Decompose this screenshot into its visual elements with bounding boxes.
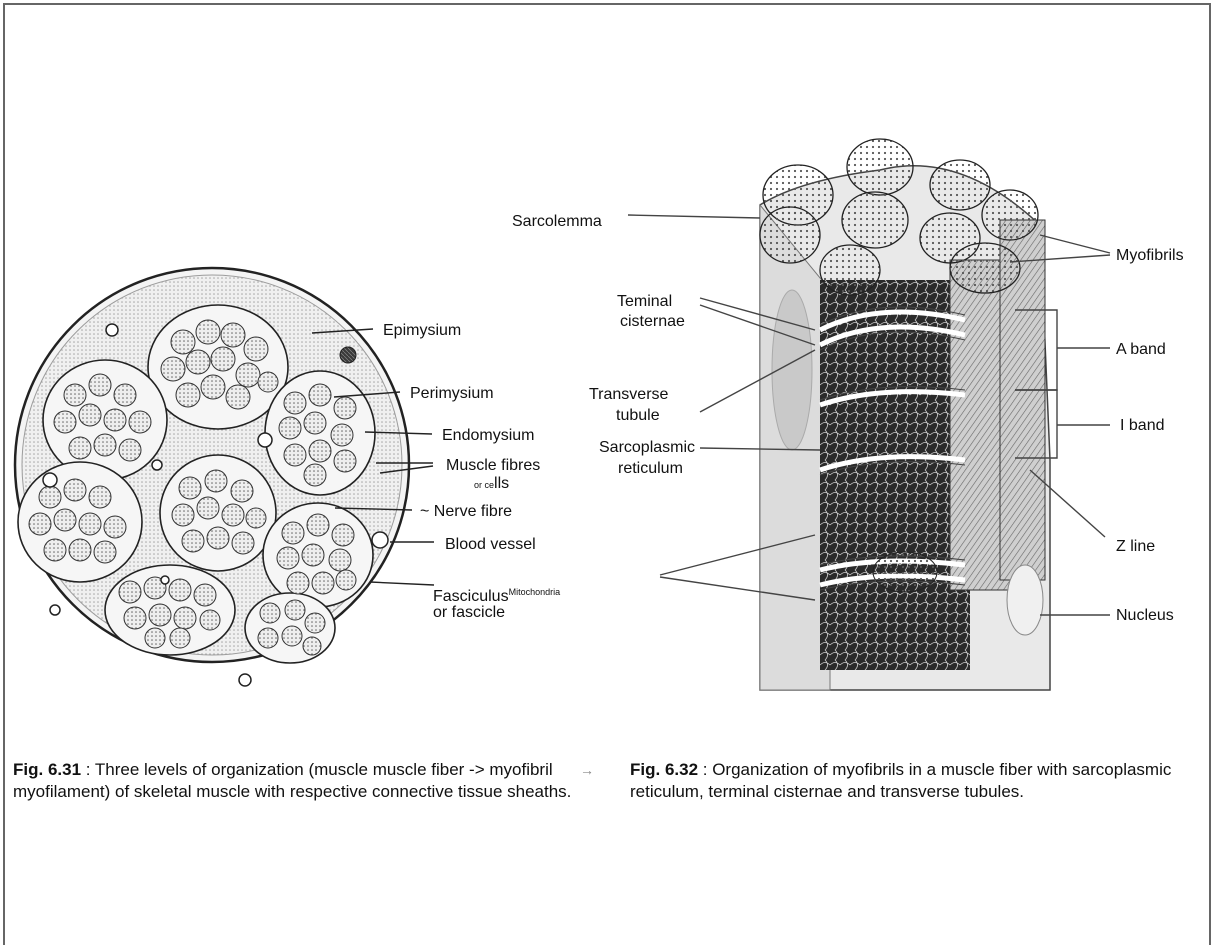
label-transverse-1: Transverse <box>589 385 668 404</box>
arrow-glyph: → <box>580 759 594 781</box>
label-sarcoplasmic-1: Sarcoplasmic <box>599 438 695 457</box>
label-sarcoplasmic-2: reticulum <box>618 459 683 478</box>
caption-fig-6-32: Fig. 6.32 : Organization of myofibrils i… <box>630 759 1200 803</box>
label-terminal-2: cisternae <box>620 312 685 331</box>
caption-fig-6-31-text: : Three levels of organization (muscle m… <box>13 760 571 801</box>
label-nucleus: Nucleus <box>1116 606 1174 625</box>
label-sarcolemma: Sarcolemma <box>512 212 602 231</box>
reticulum-mesh <box>820 280 970 670</box>
nucleus-shape <box>1007 565 1043 635</box>
label-a-band: A band <box>1116 340 1166 359</box>
caption-fig-6-32-text: : Organization of myofibrils in a muscle… <box>630 760 1171 801</box>
label-z-line: Z line <box>1116 537 1155 556</box>
label-terminal-1: Teminal <box>617 292 672 311</box>
caption-fig-6-31-number: Fig. 6.31 <box>13 760 81 779</box>
label-i-band: I band <box>1120 416 1164 435</box>
label-transverse-2: tubule <box>616 406 660 425</box>
caption-fig-6-31: Fig. 6.31 : Three levels of organization… <box>13 759 573 803</box>
label-myofibrils: Myofibrils <box>1116 246 1184 265</box>
caption-fig-6-32-number: Fig. 6.32 <box>630 760 698 779</box>
